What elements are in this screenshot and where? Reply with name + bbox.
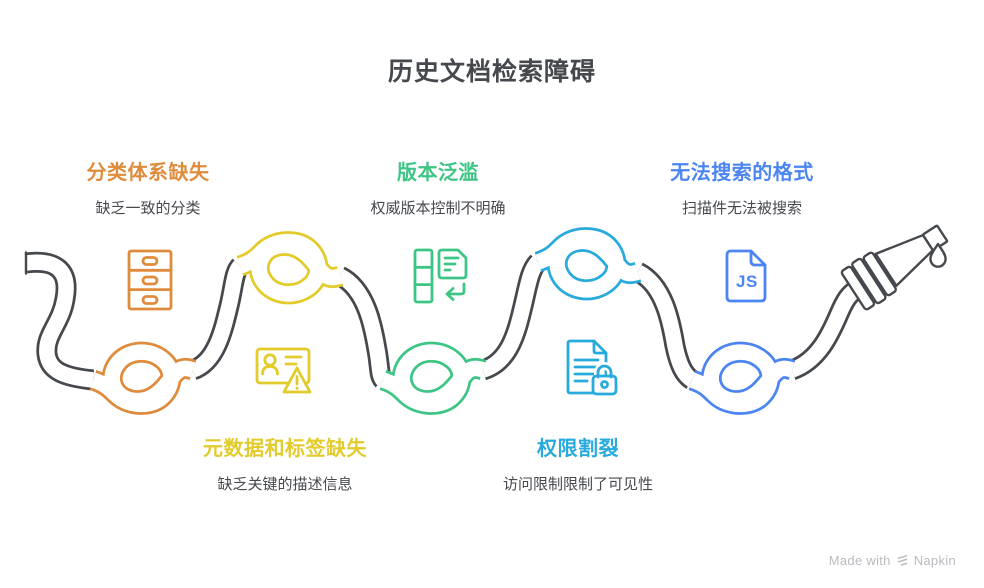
knot-green [383, 352, 483, 404]
item-permissions-title: 权限割裂 [536, 438, 619, 460]
item-metadata-title: 元数据和标签缺失 [203, 438, 367, 460]
item-formats-title: 无法搜索的格式 [670, 162, 814, 184]
knot-yellow [240, 242, 340, 294]
version-history-icon [413, 248, 468, 304]
item-classification-desc: 缺乏一致的分类 [95, 200, 201, 217]
knot-blue [692, 352, 792, 404]
napkin-logo-icon [897, 555, 907, 566]
watermark-prefix: Made with [828, 553, 891, 568]
item-versions-desc: 权威版本控制不明确 [370, 200, 506, 217]
item-permissions-desc: 访问限制限制了可见性 [502, 476, 654, 493]
knot-cyan [538, 238, 638, 290]
item-permissions: 权限割裂 访问限制限制了可见性 [503, 432, 653, 494]
js-file-label: JS [736, 272, 758, 291]
item-metadata: 元数据和标签缺失 缺乏关键的描述信息 [203, 432, 367, 494]
watermark: Made with Napkin [829, 553, 956, 568]
item-formats: 无法搜索的格式 扫描件无法被搜索 [670, 156, 814, 218]
item-classification: 分类体系缺失 缺乏一致的分类 [87, 156, 210, 218]
watermark-brand: Napkin [913, 553, 956, 568]
droplet-icon [929, 242, 947, 268]
item-classification-title: 分类体系缺失 [86, 162, 210, 184]
js-file-icon: JS [725, 249, 767, 303]
knot-orange [93, 352, 193, 404]
file-cabinet-icon [127, 249, 173, 311]
item-formats-desc: 扫描件无法被搜索 [681, 200, 802, 217]
hose-path [24, 251, 863, 391]
locked-document-icon [566, 339, 618, 396]
item-versions-title: 版本泛滥 [396, 162, 479, 184]
page-title: 历史文档检索障碍 [387, 58, 596, 86]
id-card-warning-icon [255, 347, 312, 394]
item-metadata-desc: 缺乏关键的描述信息 [217, 476, 353, 493]
item-versions: 版本泛滥 权威版本控制不明确 [370, 156, 505, 218]
nozzle-icon [840, 224, 949, 311]
